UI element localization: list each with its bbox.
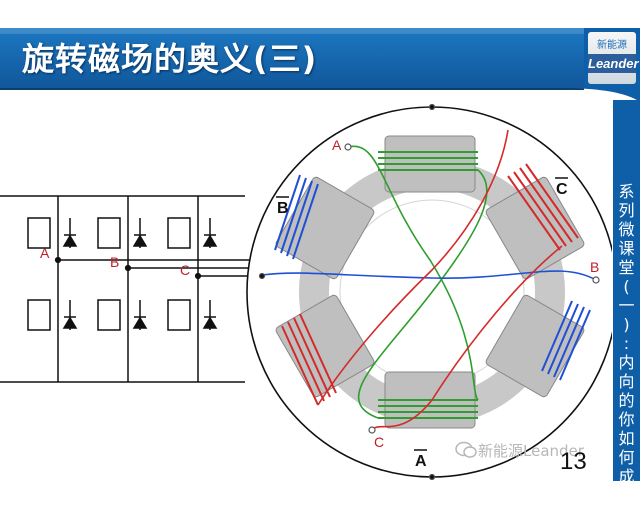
logo: 新能源 Leander bbox=[584, 28, 640, 88]
phase-wires bbox=[261, 129, 597, 431]
wechat-icon bbox=[455, 441, 477, 458]
coil-label-c-bar: C bbox=[556, 181, 568, 198]
title-bar: 旋转磁场的奥义(三) bbox=[0, 28, 584, 90]
sidebar-text: 系列微 课堂( 一): 内向的 你如何 成为神 bbox=[618, 182, 635, 524]
logo-top-text: 新能源 bbox=[597, 40, 627, 51]
logo-main-text: Leander bbox=[588, 54, 639, 73]
page-number: 13 bbox=[560, 448, 587, 475]
coil-label-b-bar: B bbox=[277, 200, 289, 217]
watermark: 新能源Leander bbox=[478, 442, 584, 460]
motor-diagram: A B C bbox=[0, 103, 612, 481]
coil-c-right bbox=[507, 163, 579, 251]
switch-devices bbox=[27, 217, 218, 331]
coil-b-right bbox=[541, 300, 591, 381]
coil-b-left bbox=[274, 174, 319, 260]
coil-label-b: B bbox=[590, 259, 599, 275]
terminal-label-b: B bbox=[110, 254, 119, 270]
coil-a-top bbox=[378, 151, 478, 171]
coil-label-a-bar: A bbox=[415, 453, 427, 470]
pole-shoes bbox=[275, 135, 585, 429]
coil-a-bottom bbox=[378, 399, 478, 419]
sidebar: 系列微 课堂( 一): 内向的 你如何 成为神 bbox=[613, 100, 640, 524]
coil-label-a: A bbox=[332, 137, 342, 153]
inverter-circuit bbox=[0, 195, 262, 383]
corner-curve bbox=[560, 88, 640, 102]
slide-title: 旋转磁场的奥义(三) bbox=[22, 40, 318, 78]
coil-label-c: C bbox=[374, 434, 384, 450]
terminal-label-a: A bbox=[40, 245, 50, 261]
terminal-label-c: C bbox=[180, 262, 190, 278]
coil-terminals bbox=[258, 103, 600, 481]
coil-c-left bbox=[281, 313, 337, 406]
